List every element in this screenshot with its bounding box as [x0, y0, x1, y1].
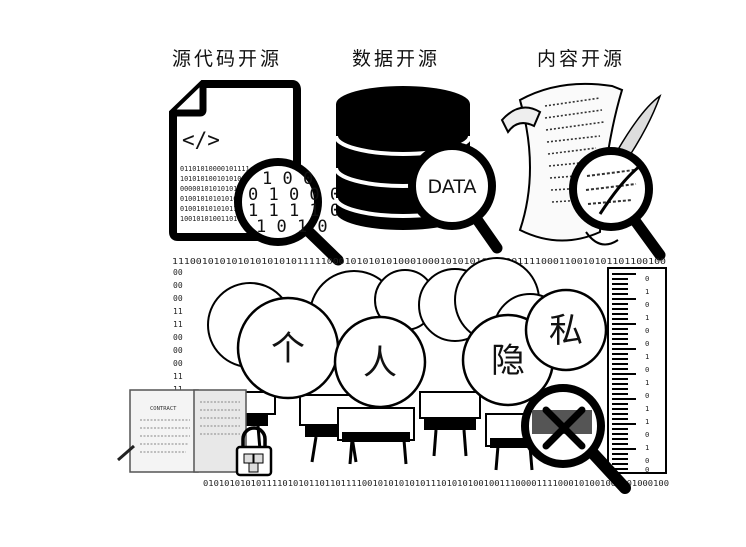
binary-line: 10101010010101010	[180, 175, 250, 183]
binary-strip-top: 1110010101010101010101111100010101010100…	[172, 257, 667, 266]
binary-line: 01001010101010101	[180, 195, 250, 203]
magnified-binary: 1 0 1 0	[256, 217, 328, 237]
ruler-digit: 0	[645, 430, 649, 439]
ruler-digit: 1	[645, 287, 649, 296]
binary-strip-bottom: 0101010101011110101011011011110010101010…	[203, 479, 669, 488]
binary-line: 00000101010101001	[180, 185, 250, 193]
binary-column-digit: 00	[173, 294, 183, 303]
privacy-char-ren: 人	[363, 343, 397, 383]
ruler-digit: 0	[645, 365, 649, 374]
magnifier-icon-code: 1 0 0 0 1 0 0 0 1 1 1 1 0 1 0 1 0	[234, 158, 344, 266]
binary-column-digit: 11	[173, 320, 183, 329]
ruler-digit: 1	[645, 313, 649, 322]
binary-column-digit: 00	[173, 333, 183, 342]
contract-title: CONTRACT	[150, 406, 177, 412]
contract-icon: CONTRACT	[117, 389, 247, 473]
privacy-char-yin: 隐	[491, 341, 525, 381]
label-content-open: 内容开源	[537, 48, 626, 70]
magnified-binary: 1 0 0	[262, 169, 313, 189]
binary-column-left: 00 00 00 11 11 00 00 00 11 11	[173, 268, 183, 394]
ruler-digit: 0	[645, 274, 649, 283]
ruler-digit: 0	[645, 465, 649, 474]
head-si	[524, 288, 608, 372]
binary-line: 10010101001101010	[180, 215, 250, 223]
data-lens-text: DATA	[428, 176, 477, 198]
magnifier-prohibited-icon	[521, 384, 631, 494]
ruler-digit: 0	[645, 391, 649, 400]
lock-icon	[235, 426, 273, 477]
ruler-digit: 0	[645, 300, 649, 309]
head-ren	[333, 315, 427, 409]
label-source-code-open: 源代码开源	[172, 48, 283, 70]
binary-column-digit: 00	[173, 359, 183, 368]
binary-column-digit: 00	[173, 281, 183, 290]
ruler-digit: 1	[645, 417, 649, 426]
magnified-binary: 1 1 1 1 0	[248, 201, 340, 221]
binary-column-digit: 00	[173, 346, 183, 355]
magnifier-icon-content	[569, 147, 666, 261]
ruler-digit: 0	[645, 326, 649, 335]
binary-column-digit: 11	[173, 307, 183, 316]
ruler-digit: 1	[645, 352, 649, 361]
binary-line: 01101010000101111	[180, 165, 250, 173]
magnified-binary: 0 1 0 0 0	[248, 185, 340, 205]
ruler-digit: 1	[645, 443, 649, 452]
binary-column-digit: 00	[173, 268, 183, 277]
ruler-digit: 1	[645, 378, 649, 387]
privacy-char-si: 私	[549, 311, 583, 351]
code-tag-text: </>	[182, 128, 220, 152]
ruler-digit: 0	[645, 339, 649, 348]
close-icon	[542, 406, 586, 450]
binary-line: 01001010101011000	[180, 205, 250, 213]
privacy-char-ge: 个	[271, 329, 305, 369]
magnifier-icon-data: DATA	[408, 142, 503, 254]
ruler-icon: 0 1 0 1 0 0 1 0 1 0 1 1 0 1 0 0	[607, 267, 667, 474]
ruler-digit: 1	[645, 404, 649, 413]
privacy-heads	[236, 288, 608, 409]
ruler-digit: 0	[645, 456, 649, 465]
label-data-open: 数据开源	[352, 48, 441, 70]
binary-column-digit: 11	[173, 372, 183, 381]
